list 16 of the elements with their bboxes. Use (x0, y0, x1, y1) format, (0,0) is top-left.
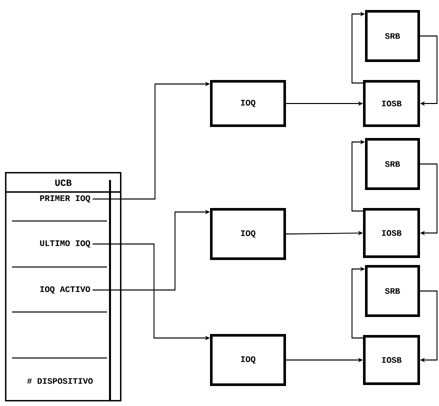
arrow (420, 290, 438, 362)
arrow (420, 36, 438, 106)
process-box: IOSB (363, 80, 420, 127)
process-box: SRB (365, 10, 420, 62)
field-label: ULTIMO IOQ (40, 240, 90, 248)
field-label: IOQ ACTIVO (40, 286, 90, 294)
process-box: SRB (365, 265, 420, 317)
process-box: IOSB (363, 335, 420, 385)
process-box: IOQ (210, 334, 286, 386)
process-box: IOSB (363, 208, 420, 258)
field-label: # DISPOSITIVO (27, 378, 93, 384)
process-box: IOQ (210, 80, 286, 127)
field-label: PRIMER IOQ (40, 195, 90, 203)
arrow (420, 164, 438, 236)
process-box: SRB (365, 138, 420, 190)
process-box: IOQ (210, 208, 286, 260)
